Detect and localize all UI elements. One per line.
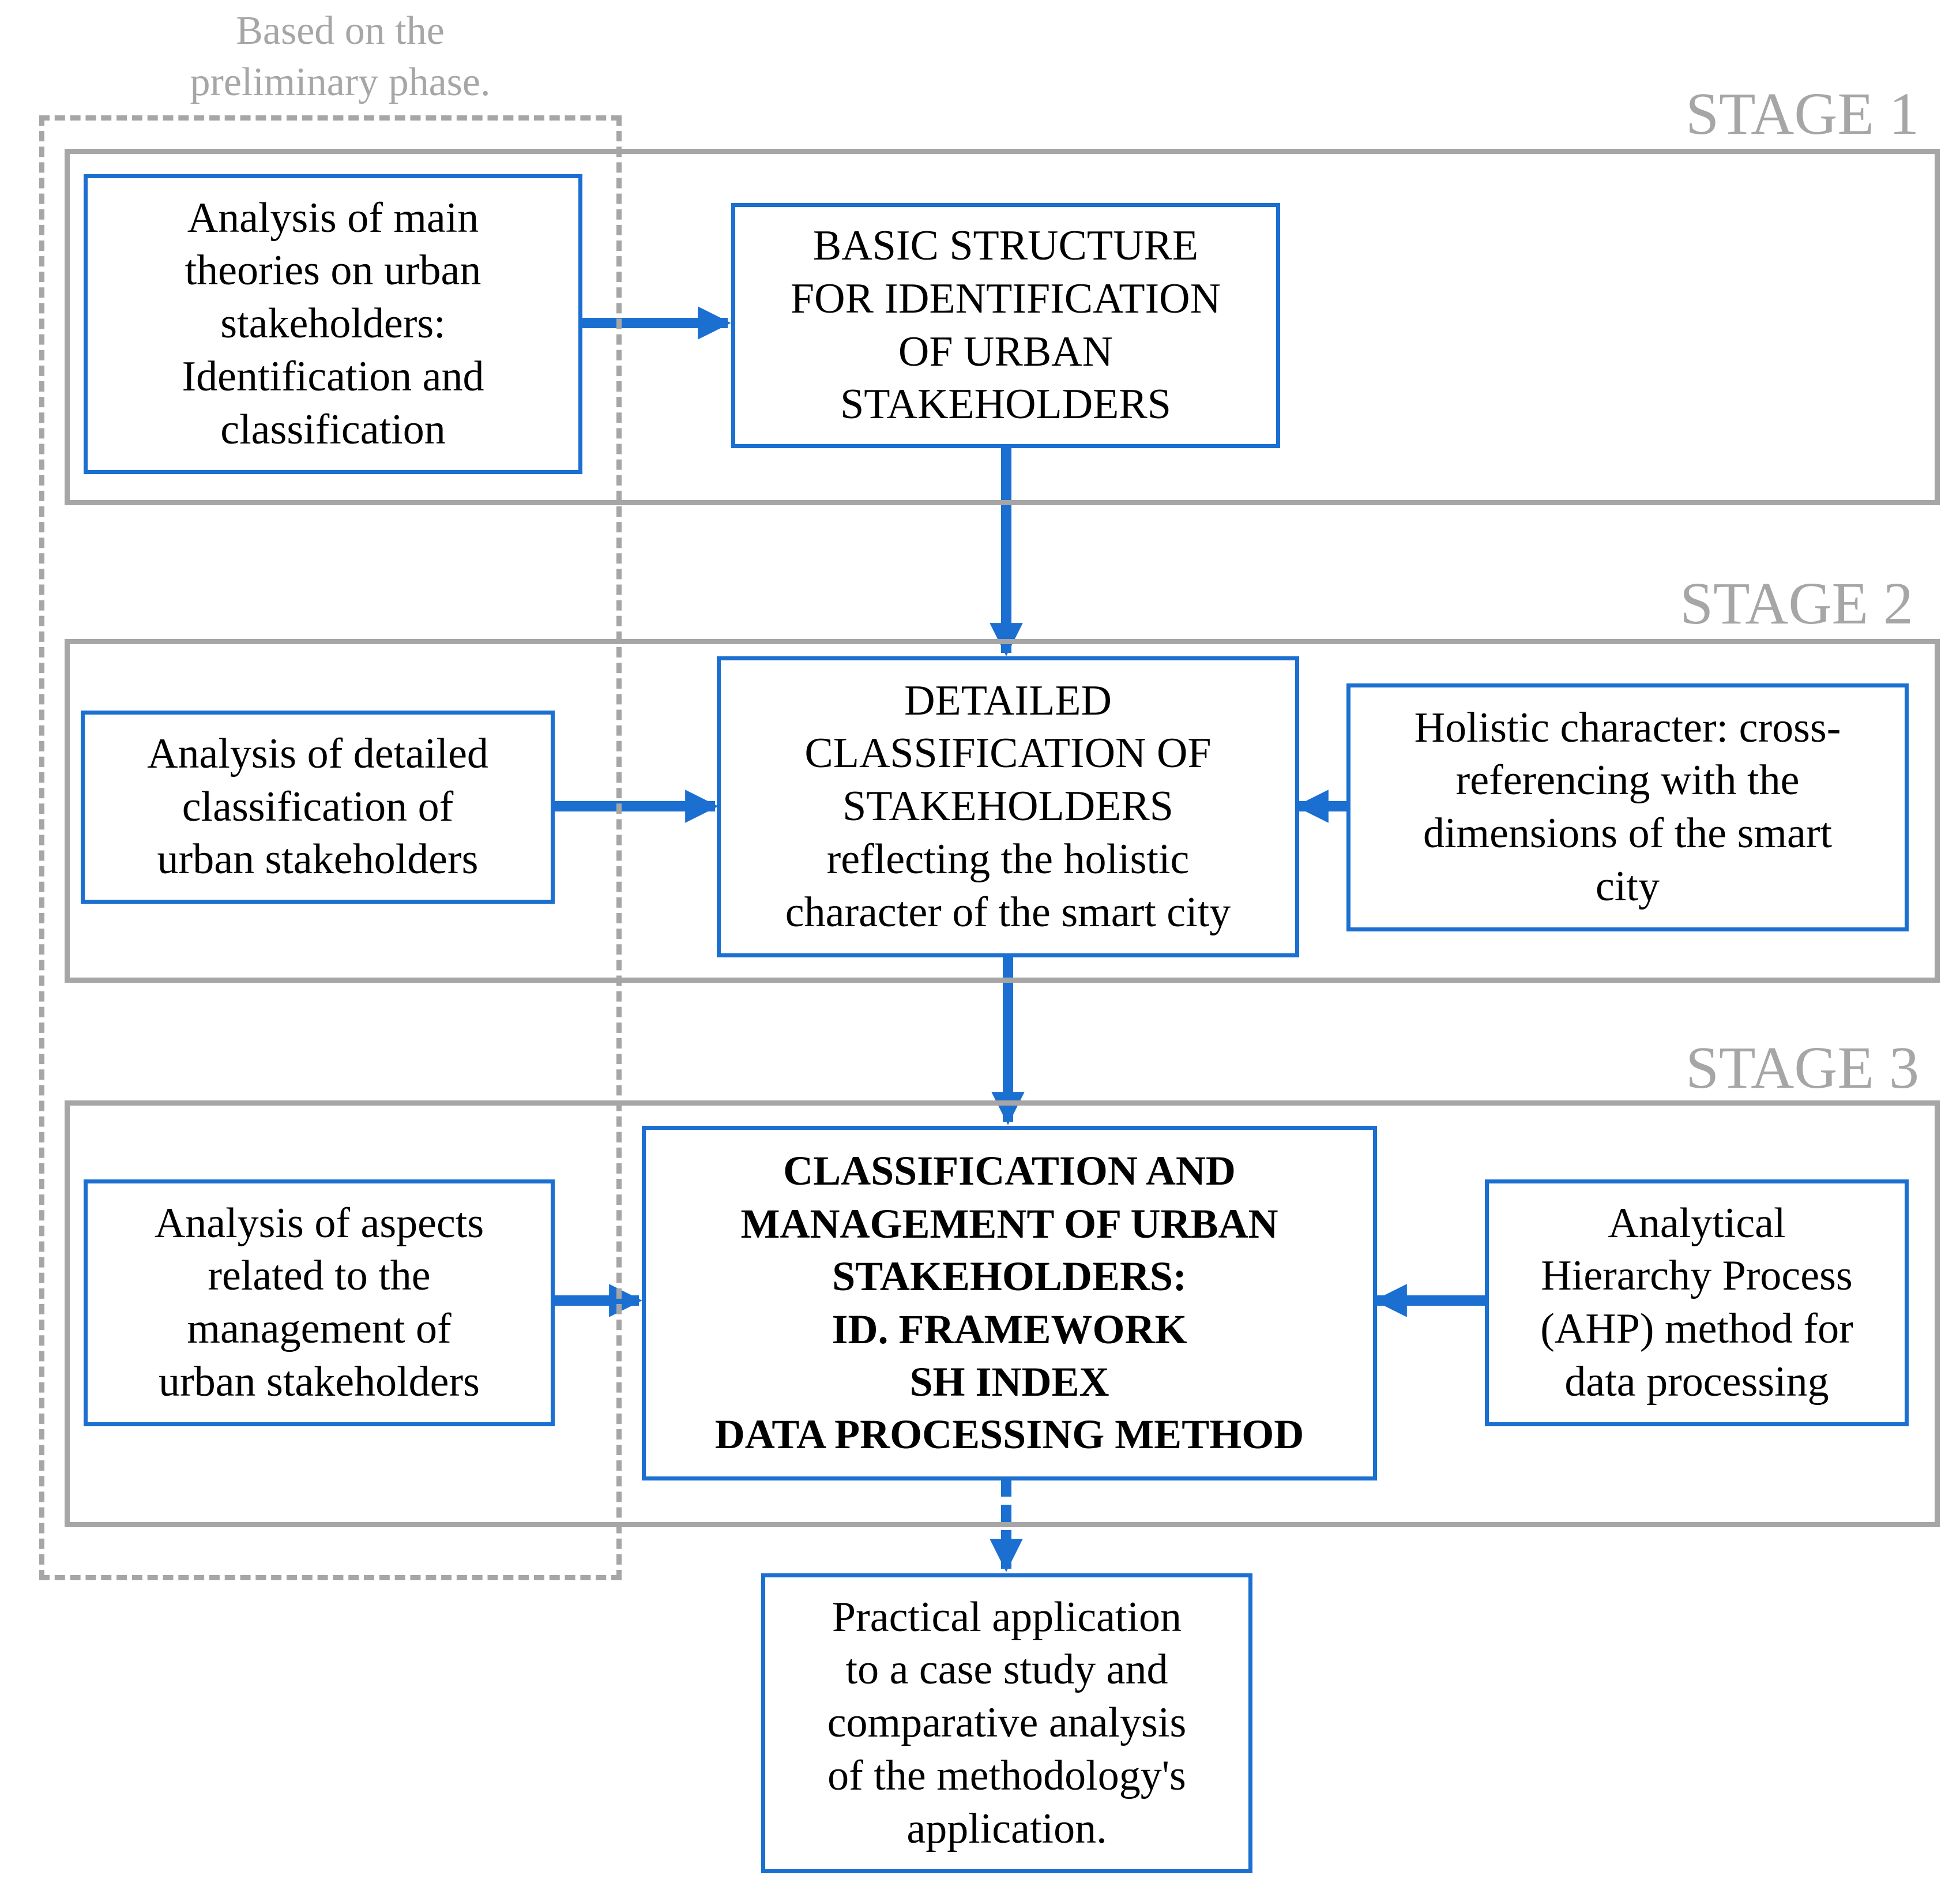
practical-application-box: Practical application to a case study an… bbox=[761, 1573, 1252, 1873]
basic-structure-box: BASIC STRUCTURE FOR IDENTIFICATION OF UR… bbox=[731, 203, 1280, 448]
basic-structure-text: BASIC STRUCTURE FOR IDENTIFICATION OF UR… bbox=[790, 222, 1221, 429]
theories-analysis-box: Analysis of main theories on urban stake… bbox=[84, 174, 582, 474]
stage-2-frame bbox=[65, 639, 1940, 983]
management-aspects-box: Analysis of aspects related to the manag… bbox=[84, 1179, 555, 1426]
preliminary-phase-label: Based on the preliminary phase. bbox=[190, 9, 491, 104]
theories-analysis-text: Analysis of main theories on urban stake… bbox=[182, 194, 484, 453]
stage-1-label: STAGE 1 bbox=[1686, 81, 1919, 147]
ahp-method-text: Analytical Hierarchy Process (AHP) metho… bbox=[1540, 1199, 1853, 1406]
classification-management-box: CLASSIFICATION AND MANAGEMENT OF URBAN S… bbox=[642, 1126, 1377, 1480]
stage-2-label: STAGE 2 bbox=[1680, 570, 1913, 637]
preliminary-phase-frame bbox=[39, 115, 622, 1580]
detailed-classification-text: DETAILED CLASSIFICATION OF STAKEHOLDERS … bbox=[785, 677, 1231, 936]
stage-3-frame bbox=[65, 1100, 1940, 1527]
detailed-analysis-text: Analysis of detailed classification of u… bbox=[147, 730, 488, 884]
detailed-classification-box: DETAILED CLASSIFICATION OF STAKEHOLDERS … bbox=[717, 656, 1299, 957]
practical-application-text: Practical application to a case study an… bbox=[827, 1593, 1187, 1852]
management-aspects-text: Analysis of aspects related to the manag… bbox=[154, 1199, 484, 1406]
detailed-analysis-box: Analysis of detailed classification of u… bbox=[81, 711, 555, 904]
holistic-character-box: Holistic character: cross- referencing w… bbox=[1346, 683, 1909, 931]
ahp-method-box: Analytical Hierarchy Process (AHP) metho… bbox=[1485, 1179, 1909, 1426]
classification-management-text: CLASSIFICATION AND MANAGEMENT OF URBAN S… bbox=[714, 1148, 1304, 1458]
stage-3-label: STAGE 3 bbox=[1686, 1035, 1919, 1101]
holistic-character-text: Holistic character: cross- referencing w… bbox=[1414, 704, 1841, 910]
stage-1-frame bbox=[65, 149, 1940, 505]
